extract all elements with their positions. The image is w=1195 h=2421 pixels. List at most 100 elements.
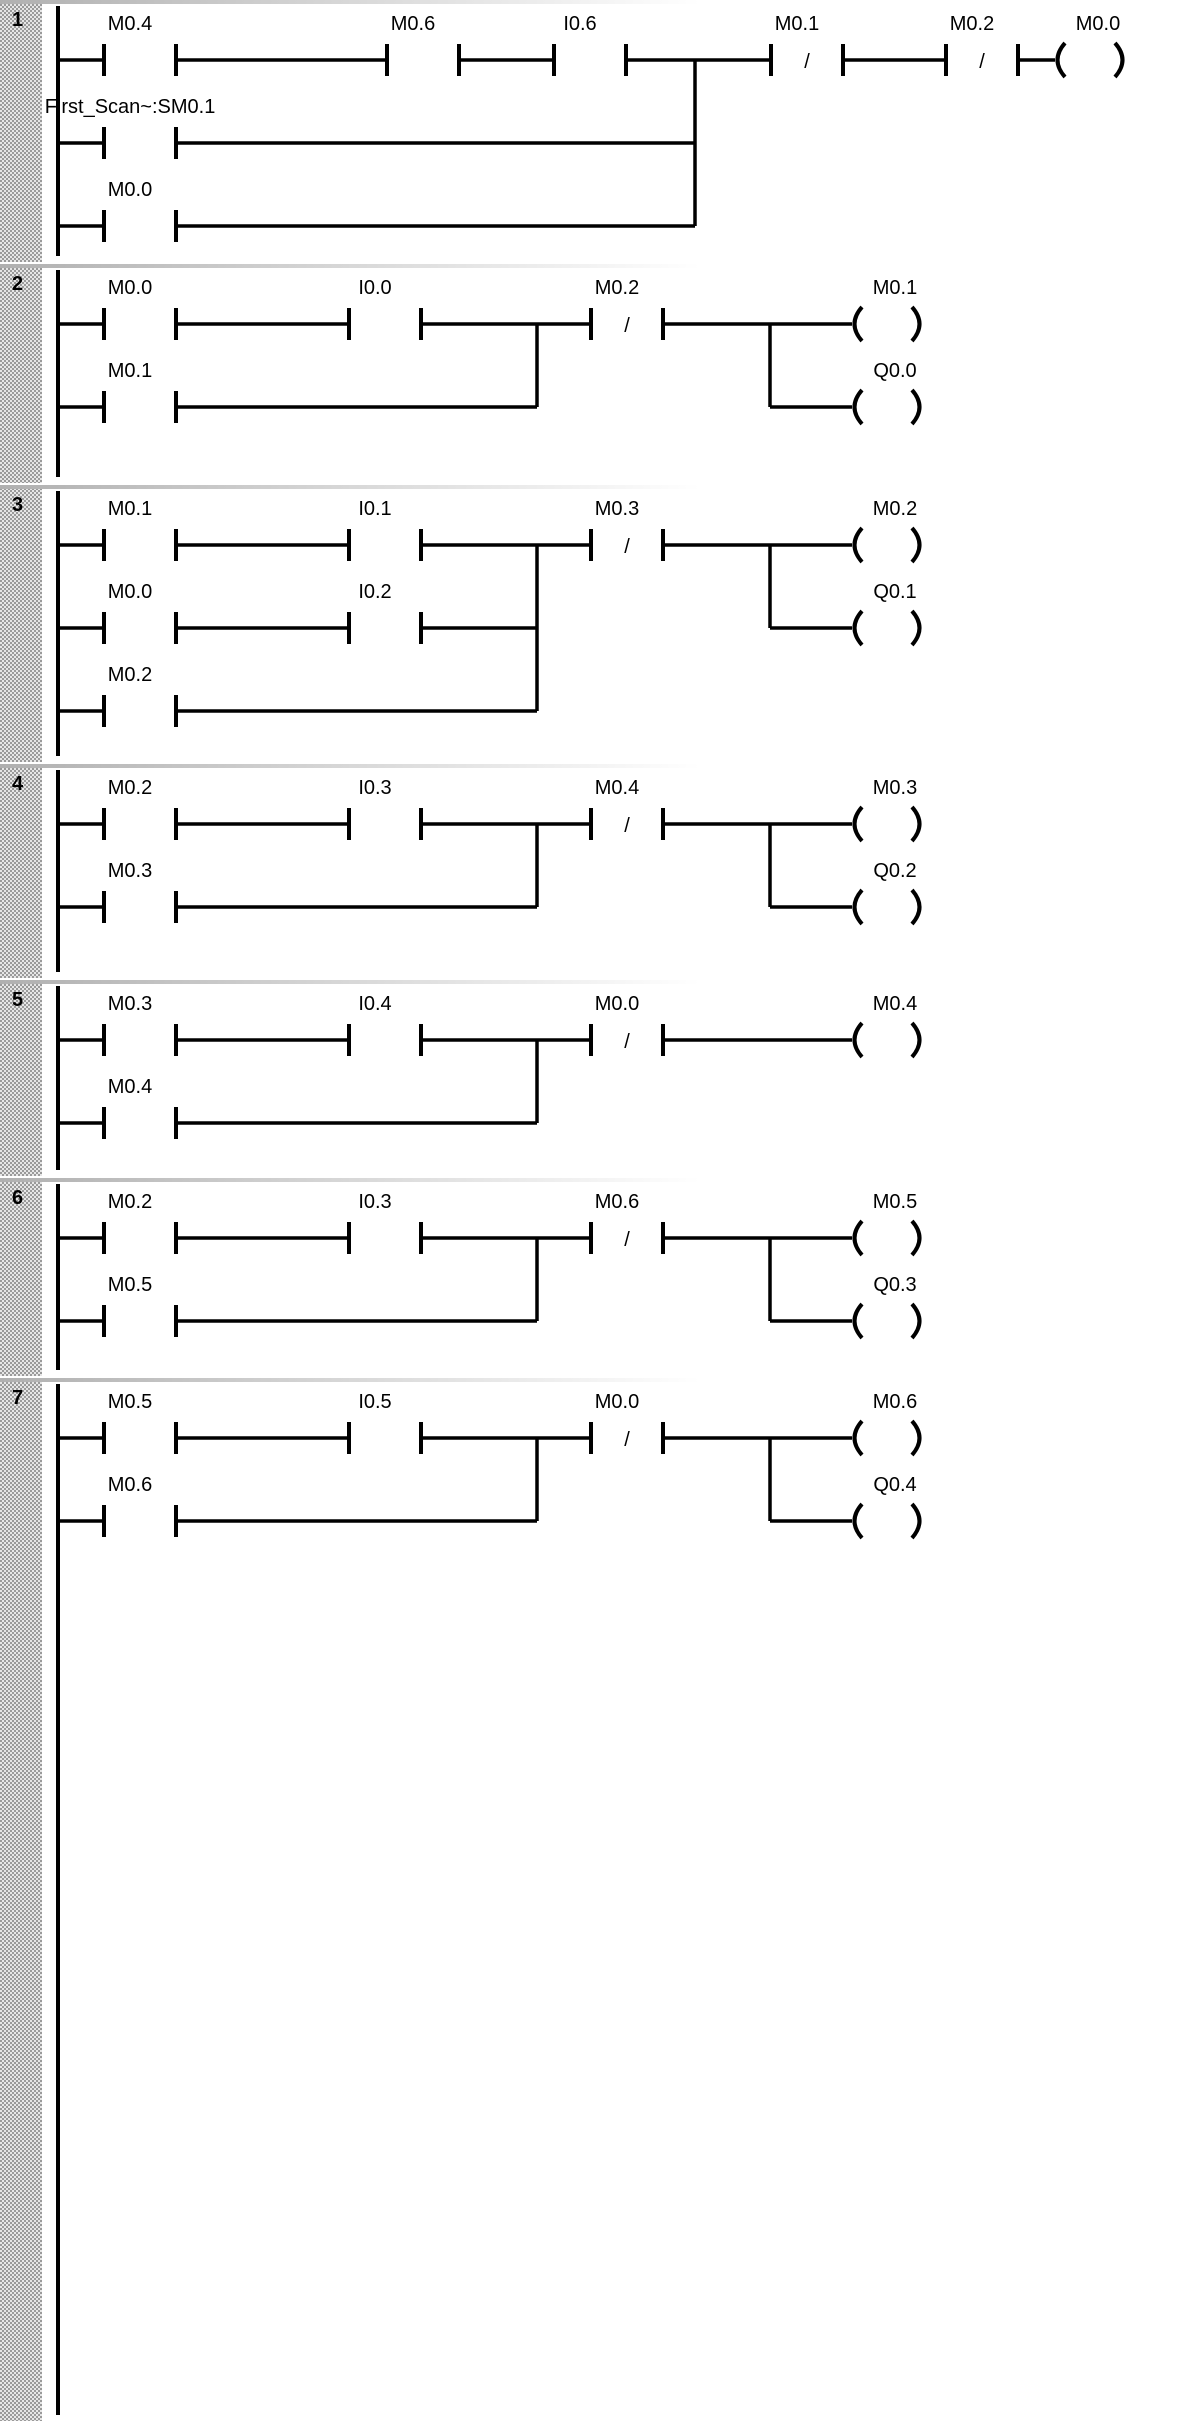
coil-arc-left — [852, 609, 864, 647]
output-coil[interactable]: Q0.3 — [852, 1274, 922, 1340]
no-contact[interactable]: First_Scan~:SM0.1 — [45, 96, 216, 159]
contact-label: M0.0 — [595, 1391, 639, 1413]
coil-arc-right — [910, 1021, 922, 1059]
nc-slash: / — [624, 815, 630, 837]
contact-label: I0.0 — [358, 277, 391, 299]
contact-label: I0.6 — [563, 13, 596, 35]
contact-label: M0.2 — [108, 777, 152, 799]
coil-arc-right — [910, 1219, 922, 1257]
network-separator — [0, 0, 700, 4]
contact-label: I0.3 — [358, 777, 391, 799]
contact-label: M0.0 — [108, 581, 152, 603]
nc-contact[interactable]: /M0.1 — [769, 13, 845, 76]
nc-contact[interactable]: /M0.2 — [589, 277, 665, 340]
no-contact[interactable]: M0.3 — [102, 993, 178, 1056]
coil-arc-right — [910, 805, 922, 843]
no-contact[interactable]: M0.4 — [102, 13, 178, 76]
no-contact[interactable]: M0.6 — [102, 1474, 178, 1537]
contact-label: M0.3 — [595, 498, 639, 520]
no-contact[interactable]: M0.0 — [102, 581, 178, 644]
network-number: 6 — [12, 1187, 23, 1209]
output-coil[interactable]: M0.6 — [852, 1391, 922, 1457]
no-contact[interactable]: M0.5 — [102, 1274, 178, 1337]
nc-slash: / — [624, 1229, 630, 1251]
contact-label: I0.3 — [358, 1191, 391, 1213]
output-coil[interactable]: Q0.4 — [852, 1474, 922, 1540]
contact-label: First_Scan~:SM0.1 — [45, 96, 216, 118]
nc-slash: / — [804, 51, 810, 73]
network-number: 2 — [12, 273, 23, 295]
no-contact[interactable]: I0.2 — [347, 581, 423, 644]
network-gutter — [0, 980, 42, 1176]
nc-slash: / — [979, 51, 985, 73]
output-coil[interactable]: M0.2 — [852, 498, 922, 564]
coil-label: Q0.3 — [873, 1274, 916, 1296]
no-contact[interactable]: M0.1 — [102, 360, 178, 423]
nc-contact[interactable]: /M0.0 — [589, 993, 665, 1056]
no-contact[interactable]: I0.0 — [347, 277, 423, 340]
output-coil[interactable]: Q0.0 — [852, 360, 922, 426]
no-contact[interactable]: I0.1 — [347, 498, 423, 561]
coil-arc-right — [910, 1502, 922, 1540]
nc-contact[interactable]: /M0.4 — [589, 777, 665, 840]
no-contact[interactable]: M0.4 — [102, 1076, 178, 1139]
nc-contact[interactable]: /M0.2 — [944, 13, 1020, 76]
nc-slash: / — [624, 536, 630, 558]
no-contact[interactable]: I0.3 — [347, 777, 423, 840]
contact-label: M0.4 — [108, 1076, 152, 1098]
coil-arc-left — [852, 305, 864, 343]
contact-label: M0.2 — [108, 664, 152, 686]
no-contact[interactable]: M0.2 — [102, 664, 178, 727]
coil-label: Q0.0 — [873, 360, 916, 382]
no-contact[interactable]: M0.0 — [102, 277, 178, 340]
no-contact[interactable]: M0.2 — [102, 1191, 178, 1254]
output-coil[interactable]: M0.0 — [1055, 13, 1125, 79]
no-contact[interactable]: M0.6 — [385, 13, 461, 76]
coil-arc-right — [910, 526, 922, 564]
no-contact[interactable]: I0.3 — [347, 1191, 423, 1254]
coil-arc-left — [852, 1021, 864, 1059]
no-contact[interactable]: M0.1 — [102, 498, 178, 561]
network-gutter — [0, 764, 42, 978]
coil-arc-right — [1113, 41, 1125, 79]
contact-label: M0.3 — [108, 993, 152, 1015]
contact-label: I0.5 — [358, 1391, 391, 1413]
contact-label: I0.4 — [358, 993, 391, 1015]
no-contact[interactable]: M0.0 — [102, 179, 178, 242]
contact-label: M0.4 — [108, 13, 152, 35]
coil-arc-left — [852, 1502, 864, 1540]
coil-label: M0.2 — [873, 498, 917, 520]
no-contact[interactable]: I0.6 — [552, 13, 628, 76]
coil-arc-right — [910, 1302, 922, 1340]
contact-label: I0.2 — [358, 581, 391, 603]
nc-contact[interactable]: /M0.6 — [589, 1191, 665, 1254]
coil-label: M0.6 — [873, 1391, 917, 1413]
coil-label: Q0.2 — [873, 860, 916, 882]
coil-label: Q0.4 — [873, 1474, 916, 1496]
network-gutter — [0, 485, 42, 762]
no-contact[interactable]: M0.5 — [102, 1391, 178, 1454]
network-separator — [0, 980, 700, 984]
coil-arc-left — [1055, 41, 1067, 79]
no-contact[interactable]: I0.5 — [347, 1391, 423, 1454]
network-separator — [0, 1178, 700, 1182]
output-coil[interactable]: M0.4 — [852, 993, 922, 1059]
output-coil[interactable]: M0.1 — [852, 277, 922, 343]
nc-slash: / — [624, 315, 630, 337]
output-coil[interactable]: M0.5 — [852, 1191, 922, 1257]
output-coil[interactable]: Q0.2 — [852, 860, 922, 926]
network-gutter — [0, 0, 42, 262]
no-contact[interactable]: M0.3 — [102, 860, 178, 923]
coil-arc-left — [852, 1419, 864, 1457]
nc-contact[interactable]: / M0.3 — [589, 498, 665, 561]
output-coil[interactable]: Q0.1 — [852, 581, 922, 647]
no-contact[interactable]: I0.4 — [347, 993, 423, 1056]
nc-contact[interactable]: /M0.0 — [589, 1391, 665, 1454]
no-contact[interactable]: M0.2 — [102, 777, 178, 840]
output-coil[interactable]: M0.3 — [852, 777, 922, 843]
